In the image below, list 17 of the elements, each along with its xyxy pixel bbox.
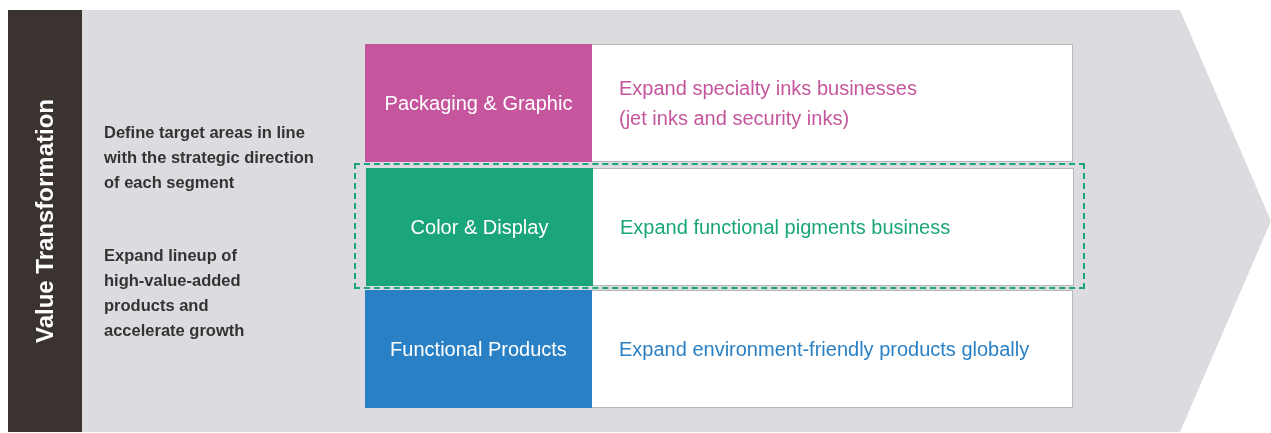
segment-label: Functional Products — [390, 337, 567, 361]
segment-box — [366, 168, 593, 286]
segment-box — [365, 290, 592, 408]
chevron-band — [82, 10, 1271, 432]
strategy-cell — [592, 44, 1073, 162]
strategy-text: Expand functional pigments business — [620, 215, 951, 240]
strategy-text: Expand environment-friendly products globally — [619, 337, 1030, 362]
segment-label: Packaging & Graphic — [384, 91, 573, 115]
segment-label: Color & Display — [410, 215, 549, 239]
segment-box — [365, 44, 592, 162]
strategy-cell — [593, 168, 1074, 286]
dashed-highlight-frame — [354, 163, 1085, 289]
description-text: Define target areas in line with the strategic direction of each segment — [104, 122, 315, 193]
strategy-text: Expand specialty inks businesses (jet inks and security inks) — [619, 76, 918, 131]
vertical-title-bar: Value Transformation — [8, 10, 82, 432]
strategy-cell — [592, 290, 1073, 408]
description-text: Expand lineup of high-value-added products and accelerate growth — [104, 245, 246, 341]
